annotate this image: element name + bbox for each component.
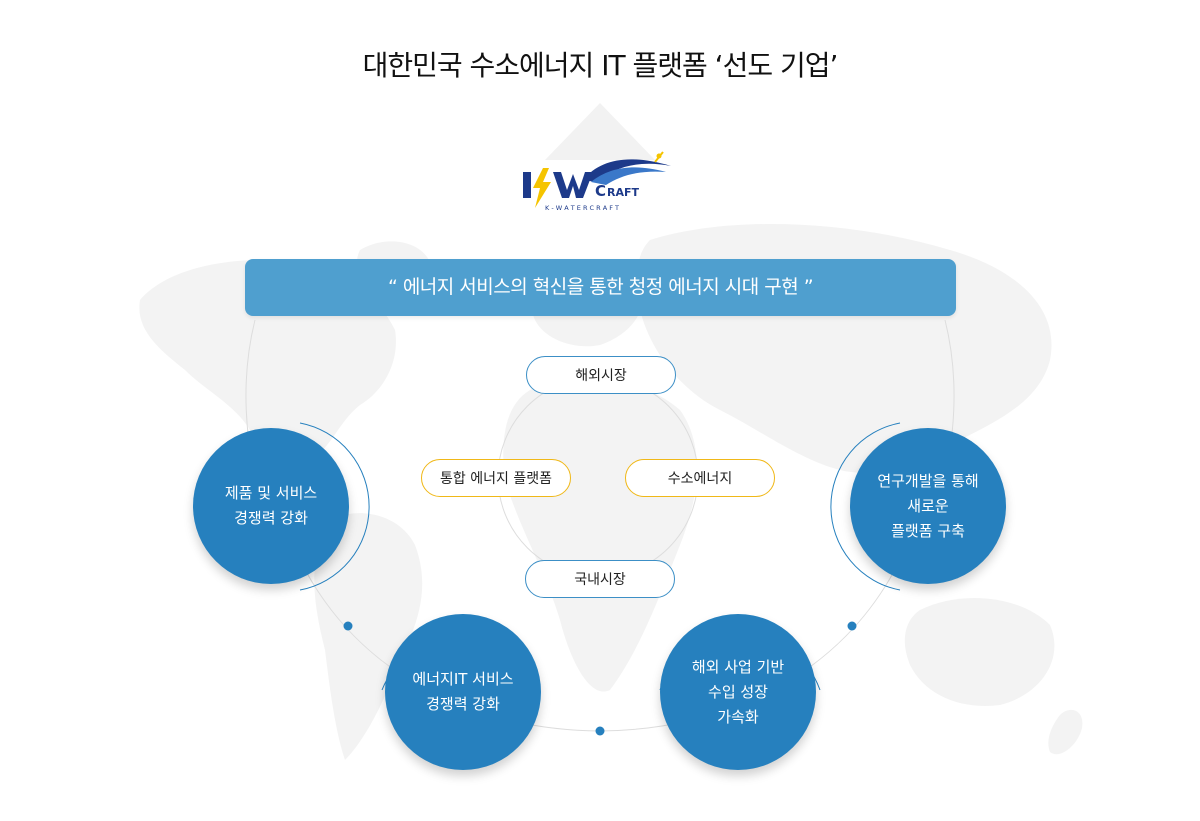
pill-integrated-platform: 통합 에너지 플랫폼 (421, 459, 571, 497)
connector-dot (595, 726, 605, 736)
circle-rnd-platform: 연구개발을 통해 새로운 플랫폼 구축 (850, 428, 1006, 584)
svg-text:C: C (595, 182, 606, 200)
pill-overseas-market: 해외시장 (526, 356, 676, 394)
circle-overseas-business: 해외 사업 기반 수입 성장 가속화 (660, 614, 816, 770)
circle-energy-it-service-label: 에너지IT 서비스 경쟁력 강화 (412, 670, 514, 713)
circle-product-service-label: 제품 및 서비스 경쟁력 강화 (224, 484, 318, 527)
circle-rnd-platform-label: 연구개발을 통해 새로운 플랫폼 구축 (877, 471, 979, 540)
circle-overseas-business-label: 해외 사업 기반 수입 성장 가속화 (691, 657, 785, 726)
circle-product-service: 제품 및 서비스 경쟁력 강화 (193, 428, 349, 584)
connector-dot (847, 621, 857, 631)
pill-domestic-market: 국내시장 (525, 560, 675, 598)
svg-text:RAFT: RAFT (607, 186, 639, 199)
logo-subtitle: K - W A T E R C R A F T (545, 204, 619, 212)
kwcraft-logo: C RAFT K - W A T E R C R A F T (523, 151, 671, 212)
circle-energy-it-service: 에너지IT 서비스 경쟁력 강화 (385, 614, 541, 770)
pill-hydrogen-energy: 수소에너지 (625, 459, 775, 497)
connector-dot (343, 621, 353, 631)
vision-banner: “ 에너지 서비스의 혁신을 통한 청정 에너지 시대 구현 ” (245, 259, 956, 316)
page-title: 대한민국 수소에너지 IT 플랫폼 ‘선도 기업’ (362, 49, 839, 82)
